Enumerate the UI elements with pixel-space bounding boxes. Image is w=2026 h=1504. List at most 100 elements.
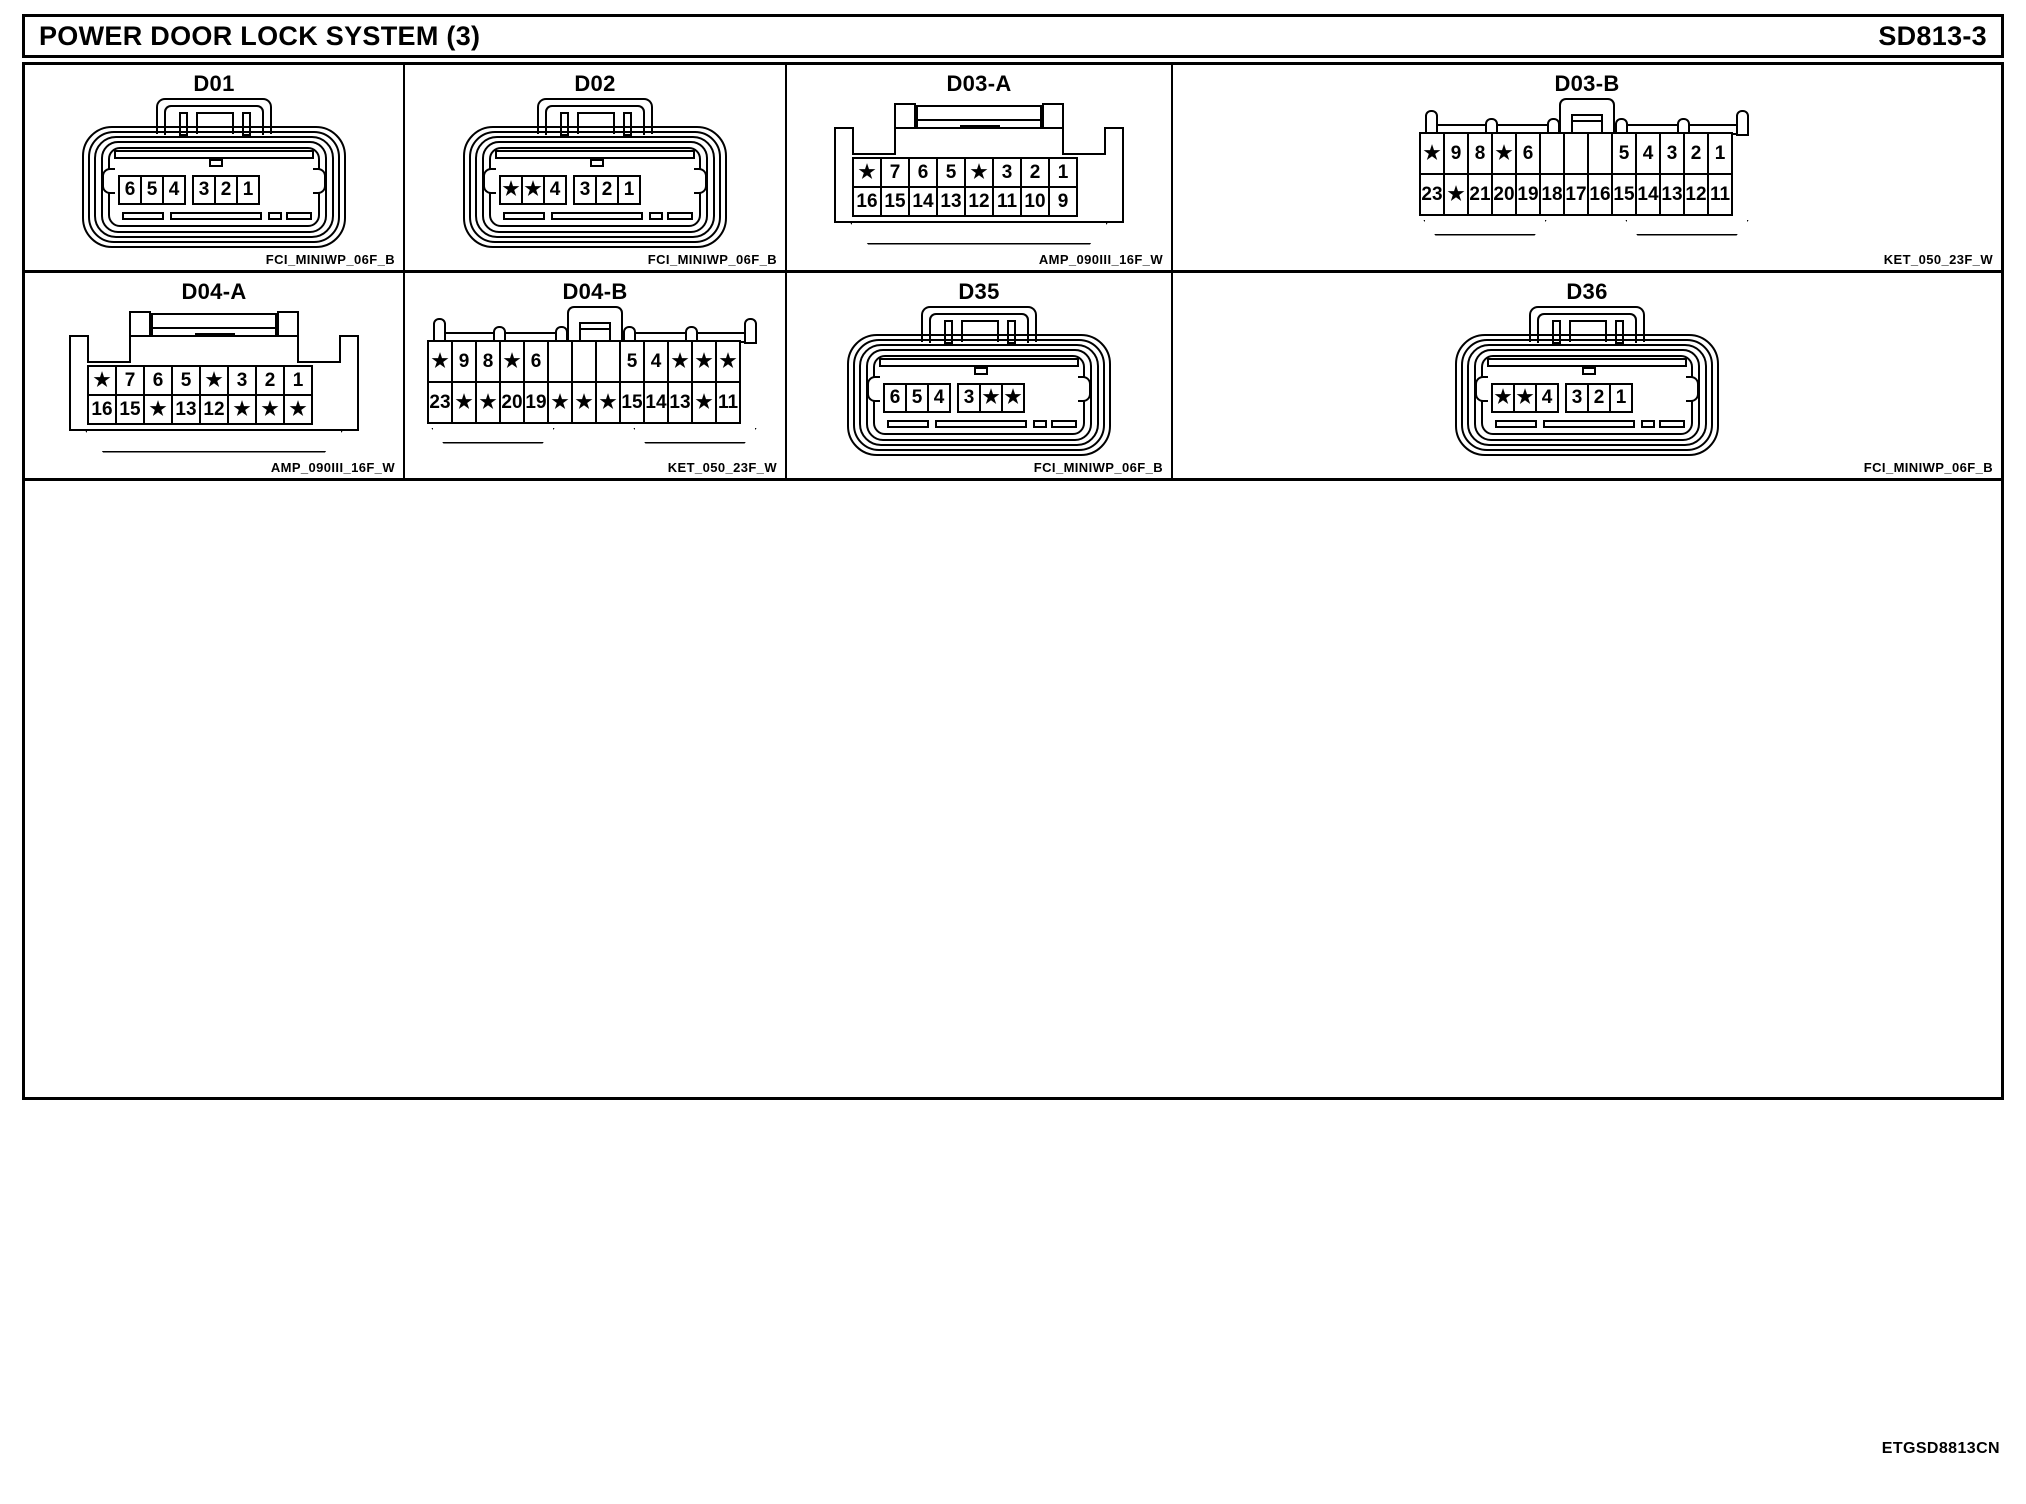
pin-cell: ★ xyxy=(979,382,1003,413)
pin-cell: 4 xyxy=(162,174,186,205)
pin-cell: 3 xyxy=(192,174,216,205)
shell-foot-1 xyxy=(503,211,545,220)
pin-cell: 1 xyxy=(1048,156,1078,188)
pin-cell: 6 xyxy=(1515,131,1541,175)
side-latch-left xyxy=(102,167,115,194)
side-latch-right xyxy=(1686,375,1699,402)
pin-cell: ★ xyxy=(475,380,501,424)
pin-cell: 23 xyxy=(427,380,453,424)
shell-ring-1 xyxy=(82,125,346,248)
pin-cell: ★ xyxy=(451,380,477,424)
pin-cell: 3 xyxy=(992,156,1022,188)
connector-id-label: D04-A xyxy=(181,279,247,304)
connector-part-number: FCI_MINIWP_06F_B xyxy=(647,252,777,267)
pin-cell: 7 xyxy=(880,156,910,188)
pin-cell: ★ xyxy=(1443,172,1469,216)
pin-cell: ★ xyxy=(227,393,257,425)
pin-cell: 15 xyxy=(880,185,910,217)
pin-cell: 13 xyxy=(667,380,693,424)
pin-cell: 12 xyxy=(1683,172,1709,216)
shell-ring-2 xyxy=(1461,338,1713,451)
shell-ring-3 xyxy=(94,135,334,238)
connector-part-number: FCI_MINIWP_06F_B xyxy=(1033,460,1163,475)
connector-id-label: D36 xyxy=(1566,279,1608,304)
pin-cell: 15 xyxy=(1611,172,1637,216)
pin-cell: ★ xyxy=(852,156,882,188)
pin-cell: 1 xyxy=(1609,382,1633,413)
shell-foot-2 xyxy=(170,211,262,220)
shell-foot-3 xyxy=(649,211,663,220)
pin-cell: ★ xyxy=(547,380,573,424)
pin-cell: 13 xyxy=(171,393,201,425)
shell-ring-2 xyxy=(853,338,1105,451)
pin-cell: ★ xyxy=(691,380,717,424)
side-latch-left xyxy=(1475,375,1488,402)
latch-post-right xyxy=(1615,319,1624,344)
pin-cell: ★ xyxy=(427,339,453,383)
pin-cell: 4 xyxy=(1635,131,1661,175)
connector-id-label: D03-B xyxy=(1554,71,1620,96)
shell-foot-2 xyxy=(1543,419,1635,428)
shell-foot-2 xyxy=(935,419,1027,428)
pin-cell: ★ xyxy=(571,380,597,424)
connector-top-bar xyxy=(916,104,1042,121)
pin-cell: 11 xyxy=(1707,172,1733,216)
pin-cell: 5 xyxy=(936,156,966,188)
shell-top-bar xyxy=(1487,357,1687,367)
shell-foot-4 xyxy=(1659,419,1685,428)
lock-window-divider xyxy=(579,322,611,330)
pin-cell: ★ xyxy=(1491,382,1515,413)
pin-cell: ★ xyxy=(691,339,717,383)
shell-ring-2 xyxy=(469,130,721,243)
pin-cell: 19 xyxy=(523,380,549,424)
pin-cell xyxy=(571,339,597,383)
pin-cell: 1 xyxy=(1707,131,1733,175)
pin-cell: ★ xyxy=(1491,131,1517,175)
pin-cell: 11 xyxy=(992,185,1022,217)
shell-foot-3 xyxy=(1033,419,1047,428)
pin-cell: 9 xyxy=(1443,131,1469,175)
pin-cell: 1 xyxy=(236,174,260,205)
shell-foot-1 xyxy=(1495,419,1537,428)
pin-cell: 10 xyxy=(1020,185,1050,217)
foot-right xyxy=(1625,219,1749,236)
pin-cell: 4 xyxy=(543,174,567,205)
pin-cell: 2 xyxy=(1683,131,1709,175)
pin-cell: ★ xyxy=(199,364,229,396)
shell-foot-1 xyxy=(122,211,164,220)
pin-cell: ★ xyxy=(87,364,117,396)
pin-cell: 15 xyxy=(115,393,145,425)
pin-cell: 6 xyxy=(883,382,907,413)
pin-cell: 13 xyxy=(1659,172,1685,216)
pin-cell: 8 xyxy=(1467,131,1493,175)
latch-center xyxy=(577,111,615,134)
pin-cell: 18 xyxy=(1539,172,1565,216)
pin-cell: 1 xyxy=(283,364,313,396)
shell-foot-4 xyxy=(286,211,312,220)
pin-cell: 9 xyxy=(451,339,477,383)
foot-right xyxy=(633,427,757,444)
latch-post-left xyxy=(1552,319,1561,344)
